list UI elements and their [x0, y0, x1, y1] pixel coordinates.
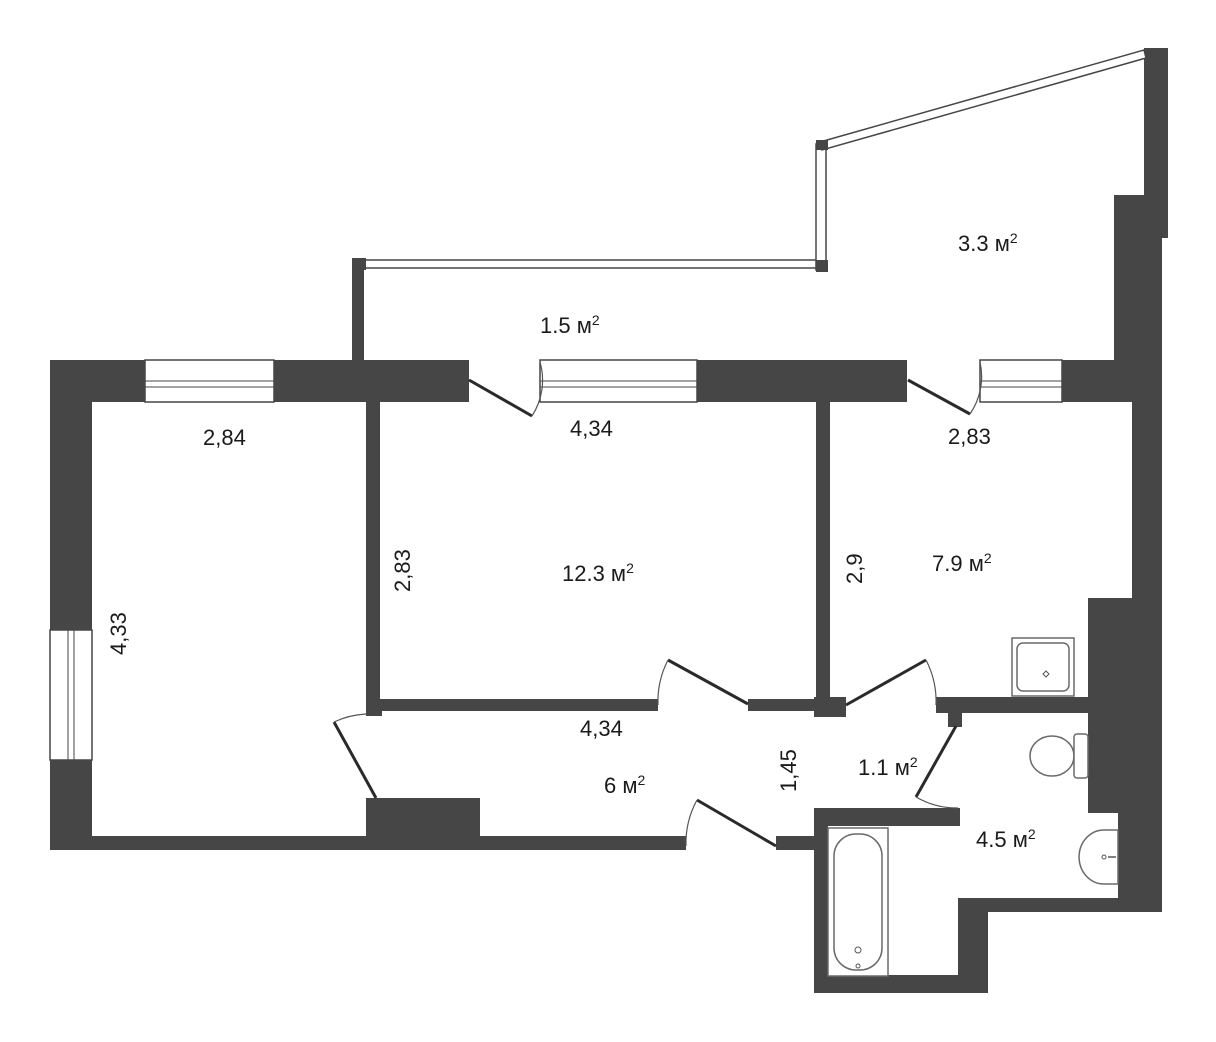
- window-left-room-side: [49, 629, 93, 761]
- wall-hall-top: [380, 699, 658, 711]
- area-value: 7.9 м: [932, 551, 984, 576]
- door-left-room: [332, 721, 378, 799]
- wall-bottom-right-step: [958, 898, 1162, 912]
- wall-top-left-2: [274, 360, 469, 402]
- windows: [49, 359, 1063, 761]
- area-unit-superscript: 2: [626, 560, 634, 576]
- wall-right-corner: [1144, 48, 1168, 238]
- railing-post-3: [816, 140, 828, 150]
- door-right-room: [845, 658, 927, 707]
- dim-hall-top: 4,34: [580, 716, 623, 741]
- area-label-room-middle: 12.3 м2: [562, 560, 634, 587]
- wall-left-outer: [50, 360, 92, 630]
- area-label-room-right: 7.9 м2: [932, 550, 992, 577]
- area-value: 1.5 м: [540, 313, 592, 338]
- balcony-railing-diagonal: [819, 49, 1147, 151]
- wall-bath-top-stub: [948, 697, 962, 727]
- area-unit-superscript: 2: [591, 312, 600, 328]
- dim-right-room-top: 2,83: [948, 424, 991, 449]
- bathtub-icon: [827, 827, 889, 977]
- dim-middle-room-top: 4,34: [570, 416, 613, 441]
- dim-hall-side: 1,45: [776, 749, 801, 792]
- area-unit-superscript: 2: [983, 550, 992, 566]
- area-value: 12.3 м: [562, 561, 627, 586]
- balcony-railing-diagonal-left: [815, 143, 827, 271]
- shower-tray-icon: [1011, 637, 1075, 697]
- door-balcony-left: [468, 378, 533, 418]
- fixtures: [827, 637, 1119, 977]
- wall-right-mid: [1132, 400, 1162, 600]
- area-unit-superscript: 2: [637, 772, 646, 788]
- door-middle-room: [667, 658, 749, 706]
- wall-right-lower: [1118, 598, 1162, 910]
- area-value: 1.1 м: [858, 755, 910, 780]
- dim-left-room-side: 4,33: [106, 612, 131, 655]
- area-unit-superscript: 2: [909, 754, 918, 770]
- walls: [50, 48, 1168, 993]
- dim-left-room-top: 2,84: [203, 425, 246, 450]
- toilet-icon: [1029, 733, 1089, 779]
- door-bathroom: [914, 725, 958, 798]
- wall-top-middle: [697, 360, 907, 402]
- area-label-corridor: 1.1 м2: [858, 754, 918, 781]
- area-unit-superscript: 2: [1009, 230, 1018, 246]
- area-value: 3.3 м: [958, 231, 1010, 256]
- door-entrance: [696, 798, 777, 848]
- area-label-balcony-left: 1.5 м2: [540, 312, 600, 339]
- wall-hall-left-stub: [366, 700, 382, 716]
- wall-column-hall: [366, 798, 480, 850]
- door-balcony-right: [907, 378, 971, 416]
- wall-hall-top-2: [748, 699, 818, 711]
- area-unit-superscript: 2: [1027, 826, 1036, 842]
- wall-hall-stub: [814, 697, 846, 717]
- doors: [332, 361, 983, 848]
- area-label-bathroom: 4.5 м2: [976, 826, 1036, 853]
- wall-partition-1: [366, 400, 380, 716]
- area-value: 4.5 м: [976, 827, 1028, 852]
- wall-bath-left: [814, 808, 828, 993]
- wall-bath-top: [936, 697, 1088, 713]
- area-value: 6 м: [604, 773, 638, 798]
- wall-left-outer-lower: [50, 760, 92, 850]
- area-label-balcony-right: 3.3 м2: [958, 230, 1018, 257]
- wall-bath-bottom: [814, 975, 988, 993]
- wall-partition-2: [816, 400, 830, 716]
- dim-middle-room-side: 2,83: [390, 549, 415, 592]
- wall-top-left: [50, 360, 145, 402]
- railing-post-1: [352, 258, 366, 270]
- balcony-railing-bottom: [363, 259, 825, 269]
- wall-corridor-bottom: [814, 808, 960, 826]
- wall-balcony-left: [352, 258, 364, 362]
- area-label-hall: 6 м2: [604, 772, 645, 799]
- dim-right-room-side: 2,9: [842, 553, 867, 584]
- sink-icon: [1078, 829, 1119, 885]
- wall-bottom-hall-stub: [776, 836, 828, 850]
- railing-post-2: [816, 260, 828, 272]
- balcony-railings: [352, 49, 1147, 272]
